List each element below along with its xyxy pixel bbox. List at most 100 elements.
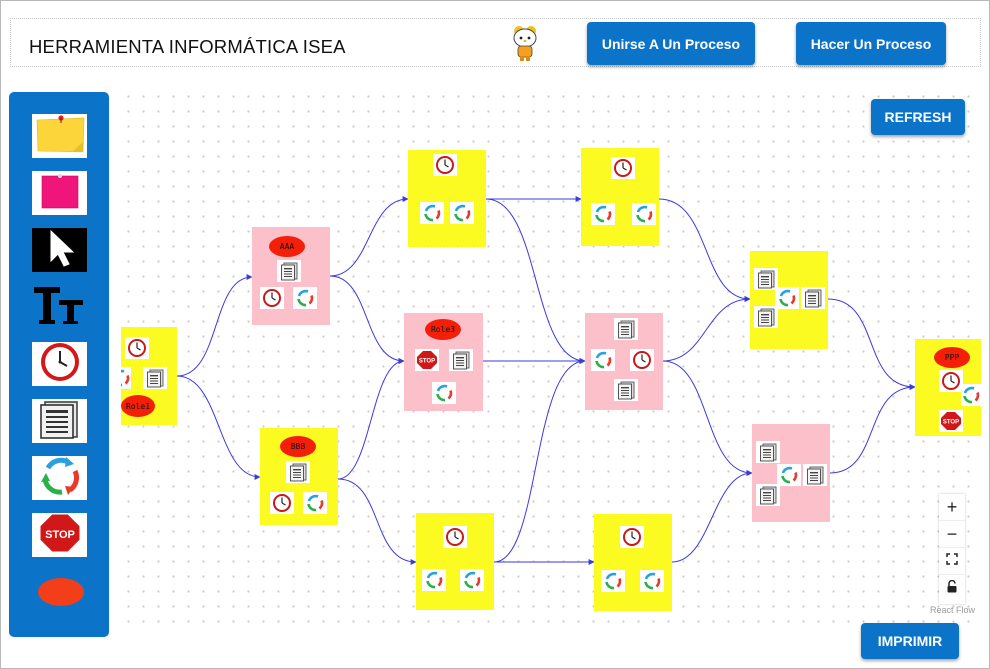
document-icon	[803, 464, 827, 486]
cycle-arrows-icon	[422, 569, 446, 591]
print-button[interactable]: IMPRIMIR	[861, 623, 959, 659]
app-title: HERRAMIENTA INFORMÁTICA ISEA	[29, 36, 346, 57]
edge	[337, 358, 405, 480]
flow-node[interactable]	[750, 251, 828, 349]
cycle-arrows-icon	[591, 203, 615, 225]
flow-node[interactable]	[585, 313, 663, 410]
text-tool-icon	[32, 283, 87, 332]
toolbox-item-cursor[interactable]	[32, 228, 87, 272]
cycle-arrows-icon	[303, 492, 327, 514]
clock-icon	[620, 526, 644, 548]
stop-sign-text: STOP	[45, 529, 75, 541]
toolbox-item-yellow-note[interactable]	[32, 114, 87, 158]
edge	[485, 198, 586, 364]
make-process-button[interactable]: Hacer Un Proceso	[796, 22, 946, 65]
unlock-icon	[946, 579, 958, 598]
role-ellipse: Role3	[425, 319, 461, 340]
header-bar: HERRAMIENTA INFORMÁTICA ISEA Unirse A Un…	[10, 18, 981, 67]
lock-toggle-button[interactable]	[939, 575, 965, 602]
sticky-note-pink-icon	[34, 171, 86, 216]
edges-layer	[176, 196, 916, 565]
flow-node[interactable]: BBB	[260, 428, 338, 525]
cycle-arrows-icon	[601, 570, 625, 592]
cycle-arrows-icon	[632, 203, 656, 225]
clock-icon	[270, 492, 294, 514]
flow-controls: + −	[939, 494, 965, 604]
toolbox-item-text[interactable]	[32, 285, 87, 329]
flow-node[interactable]	[416, 513, 494, 610]
toolbox-item-ellipse[interactable]	[32, 570, 87, 614]
clock-icon	[433, 154, 457, 176]
document-icon	[143, 367, 167, 389]
document-icon	[614, 379, 638, 401]
edge	[329, 196, 409, 277]
document-icon	[756, 484, 780, 506]
document-icon	[286, 461, 310, 483]
document-icon	[614, 318, 638, 340]
document-icon	[449, 349, 473, 371]
stop-sign-icon: STOP	[939, 410, 963, 432]
flow-canvas[interactable]: Role1 AAA BBB Role3 STOP	[121, 89, 981, 629]
document-icon	[277, 260, 301, 282]
document-icon	[754, 268, 778, 290]
clock-icon	[611, 157, 635, 179]
zoom-in-button[interactable]: +	[939, 494, 965, 521]
refresh-button[interactable]: REFRESH	[871, 99, 965, 135]
cycle-arrows-icon	[961, 384, 981, 406]
flow-node[interactable]	[408, 150, 486, 247]
document-icon	[38, 398, 82, 445]
clock-icon	[38, 341, 82, 388]
edge	[176, 375, 261, 480]
flow-node[interactable]: Role1	[121, 327, 177, 425]
document-icon	[801, 287, 825, 309]
stop-sign-icon: STOP	[38, 512, 82, 559]
clock-icon	[260, 287, 284, 309]
role-ellipse: Role1	[121, 395, 155, 417]
cycle-arrows-icon	[432, 382, 456, 404]
mascot-logo-icon	[508, 23, 542, 63]
stop-sign-text: STOP	[943, 420, 959, 426]
react-flow-attribution[interactable]: React Flow	[930, 605, 976, 615]
clock-icon	[630, 349, 654, 371]
cursor-arrow-icon	[34, 228, 86, 273]
flow-node[interactable]: Role3 STOP	[404, 313, 483, 411]
shape-toolbox: STOP	[9, 92, 109, 637]
document-icon	[756, 441, 780, 463]
flow-node[interactable]: AAA	[252, 227, 330, 325]
join-process-button[interactable]: Unirse A Un Proceso	[587, 22, 755, 65]
edge	[662, 360, 753, 476]
cycle-arrows-icon	[450, 202, 474, 224]
cycle-arrows-icon	[420, 202, 444, 224]
edge	[827, 298, 916, 390]
edge	[671, 470, 753, 563]
document-icon	[754, 306, 778, 328]
flow-node[interactable]: PPP STOP	[915, 339, 981, 436]
toolbox-item-stop[interactable]: STOP	[32, 513, 87, 557]
flow-node[interactable]	[581, 148, 659, 246]
edge	[176, 274, 253, 377]
edge	[337, 478, 417, 565]
edge	[658, 198, 751, 302]
fit-view-button[interactable]	[939, 548, 965, 575]
cycle-arrows-icon	[591, 349, 615, 371]
toolbox-item-pink-note[interactable]	[32, 171, 87, 215]
stop-sign-icon: STOP	[415, 349, 439, 371]
role-ellipse: BBB	[280, 436, 316, 457]
cycle-arrows-icon	[775, 287, 799, 309]
edge	[329, 275, 405, 364]
cycle-arrows-icon	[293, 287, 317, 309]
flow-node[interactable]	[594, 514, 672, 611]
zoom-out-button[interactable]: −	[939, 521, 965, 548]
toolbox-item-cycle[interactable]	[32, 456, 87, 500]
toolbox-item-clock[interactable]	[32, 342, 87, 386]
toolbox-item-document[interactable]	[32, 399, 87, 443]
sticky-note-yellow-icon	[34, 114, 86, 159]
cycle-arrows-icon	[38, 455, 82, 502]
cycle-arrows-icon	[460, 569, 484, 591]
plus-icon: +	[946, 497, 958, 517]
cycle-arrows-icon	[640, 570, 664, 592]
edge	[662, 296, 751, 362]
flow-node[interactable]	[752, 424, 830, 522]
cycle-arrows-icon	[121, 367, 131, 389]
